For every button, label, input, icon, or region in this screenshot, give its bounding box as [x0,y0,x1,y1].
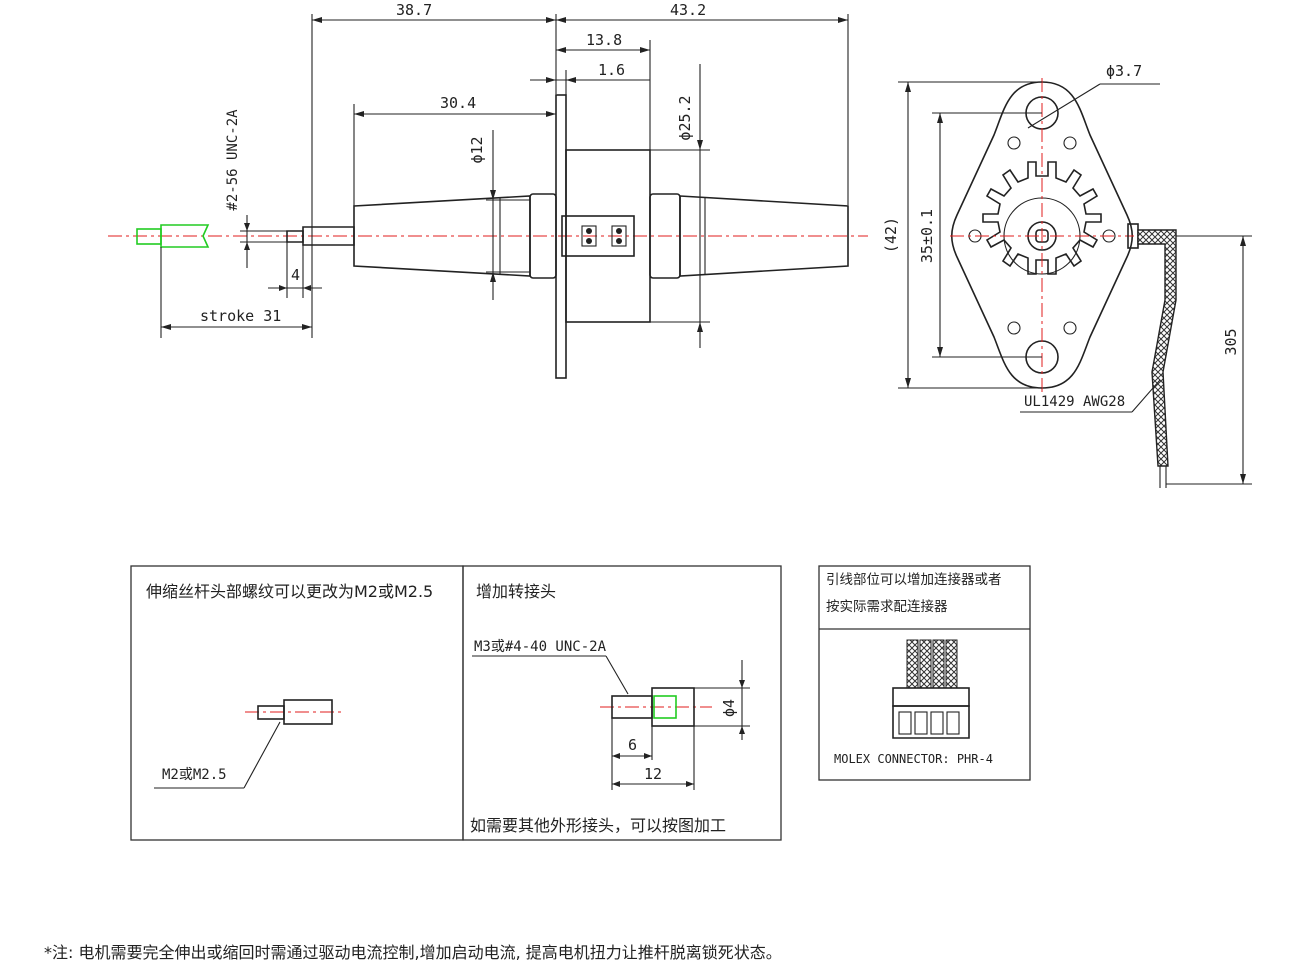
dim-43-2: 43.2 [670,1,706,19]
connector-body [892,705,970,739]
panel-middle-footer: 如需要其他外形接头，可以按图加工 [470,816,726,835]
panel-middle-d6: 6 [628,736,637,754]
dim-1-6: 1.6 [598,61,625,79]
panel-middle-phi4: ϕ4 [720,699,738,717]
dim-phi25-2: ϕ25.2 [676,95,694,140]
dim-4: 4 [291,266,300,284]
side-view: 38.7 43.2 13.8 1.6 30.4 ϕ25.2 ϕ12 #2-56 … [108,1,868,379]
dim-305: 305 [1222,328,1240,355]
dim-phi12: ϕ12 [468,136,486,163]
dim-38-7: 38.7 [396,1,432,19]
panel-right: 引线部位可以增加连接器或者 按实际需求配连接器 MOLEX CONNECTOR:… [818,565,1031,781]
dim-stroke: stroke 31 [200,307,281,325]
panel-left-title: 伸缩丝杆头部螺纹可以更改为M2或M2.5 [146,582,433,601]
panel-right-title-1: 引线部位可以增加连接器或者 [826,571,1002,588]
dim-13-8: 13.8 [586,31,622,49]
gear [982,161,1102,275]
panel-middle-d12: 12 [644,765,662,783]
dim-42: (42) [882,217,900,253]
panel-left-label: M2或M2.5 [162,767,227,783]
front-view: (42) 35±0.1 ϕ3.7 305 UL1429 AWG28 [882,62,1252,488]
connector-top [892,687,970,707]
panel-middle-title: 增加转接头 [476,582,556,601]
wire-harness [1137,229,1177,467]
right-housing [679,195,849,277]
panel-right-title-2: 按实际需求配连接器 [826,598,948,615]
footnote: *注: 电机需要完全伸出或缩回时需通过驱动电流控制,增加启动电流, 提高电机扭力… [44,943,782,962]
panel-right-connector: MOLEX CONNECTOR: PHR-4 [834,752,993,766]
dim-35: 35±0.1 [918,209,936,263]
panel-middle: 增加转接头 M3或#4-40 UNC-2A ϕ4 6 12 如需要其他外形接头，… [462,565,782,841]
body-terminal [561,215,635,257]
dim-30-4: 30.4 [440,94,476,112]
dim-thread: #2-56 UNC-2A [225,109,241,211]
panel-middle-thread: M3或#4-40 UNC-2A [474,639,607,655]
dim-wire: UL1429 AWG28 [1024,394,1125,410]
panel-left: 伸缩丝杆头部螺纹可以更改为M2或M2.5 M2或M2.5 [130,565,464,841]
green-rod-end [136,224,210,248]
dim-phi3-7: ϕ3.7 [1106,62,1142,80]
